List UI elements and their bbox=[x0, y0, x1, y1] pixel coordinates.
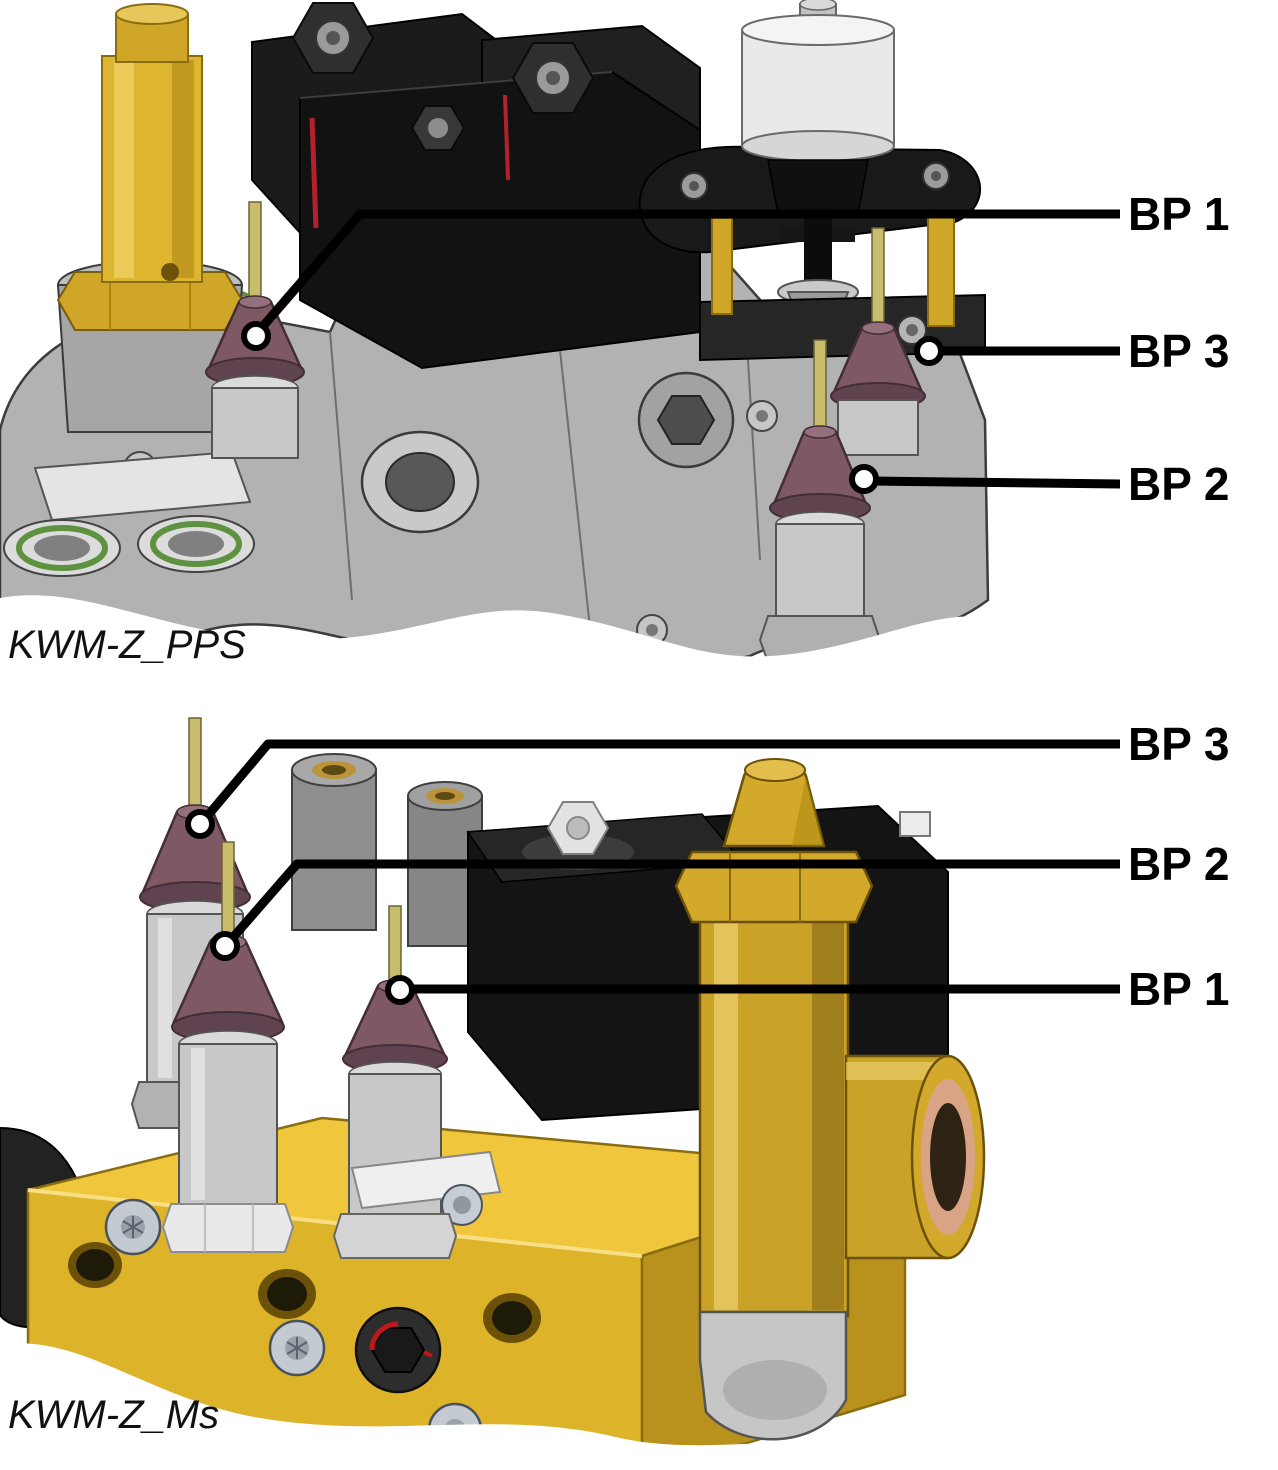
label-pps-bp2: BP 2 bbox=[1128, 458, 1230, 510]
label-pps-bp1: BP 1 bbox=[1128, 188, 1230, 240]
ms-front-face-details bbox=[68, 1198, 541, 1458]
caption-ms: KWM-Z_Ms bbox=[8, 1393, 220, 1437]
torx-screw-icon bbox=[104, 1198, 162, 1256]
label-ms-bp3: BP 3 bbox=[1128, 718, 1230, 770]
ms-assembly-illustration bbox=[0, 717, 1000, 1470]
red-stripe bbox=[503, 94, 510, 181]
label-ms-bp1: BP 1 bbox=[1128, 963, 1230, 1015]
pps-solenoid-block bbox=[251, 2, 701, 370]
pps-wavy-cut bbox=[0, 595, 1000, 690]
pps-test-point-bp2 bbox=[758, 339, 882, 663]
ms-wavy-cut bbox=[0, 1343, 1000, 1470]
pps-gold-cylinder bbox=[56, 3, 244, 433]
ms-test-point-bp1 bbox=[332, 905, 502, 1259]
caption-pps: KWM-Z_PPS bbox=[8, 623, 246, 667]
hex-plug-icon bbox=[354, 1306, 442, 1394]
label-ms-bp2: BP 2 bbox=[1128, 838, 1230, 890]
torx-screw-icon bbox=[268, 1319, 326, 1377]
ms-gray-cylinders bbox=[291, 753, 483, 947]
pps-assembly-illustration bbox=[0, 0, 1000, 690]
label-pps-bp3: BP 3 bbox=[1128, 325, 1230, 377]
